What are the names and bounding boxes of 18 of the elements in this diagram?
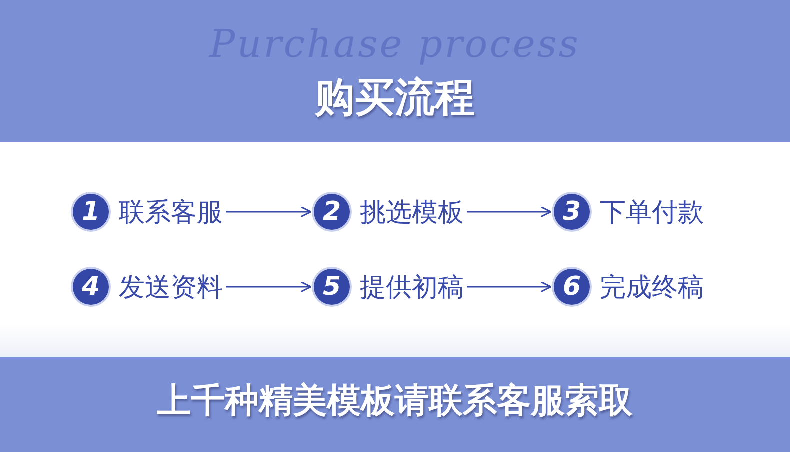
step-number-badge: 4	[73, 269, 109, 305]
caption: 上千种精美模板请联系客服索取	[157, 381, 633, 421]
step-label: 完成终稿	[600, 272, 704, 304]
step-number-badge: 1	[73, 194, 109, 230]
step-number-badge: 3	[554, 194, 590, 230]
arrow	[467, 281, 552, 293]
step-label: 发送资料	[119, 272, 223, 304]
step-label: 提供初稿	[360, 272, 464, 304]
step-number-badge: 6	[554, 269, 590, 305]
step-number-badge: 2	[314, 194, 350, 230]
title: 购买流程	[315, 75, 475, 121]
step-label: 下单付款	[600, 196, 704, 230]
step-label: 挑选模板	[360, 196, 464, 230]
step-label: 联系客服	[119, 196, 223, 230]
arrow	[467, 206, 552, 218]
step-number-badge: 5	[314, 269, 350, 305]
arrow	[226, 206, 312, 218]
arrow	[226, 281, 312, 293]
